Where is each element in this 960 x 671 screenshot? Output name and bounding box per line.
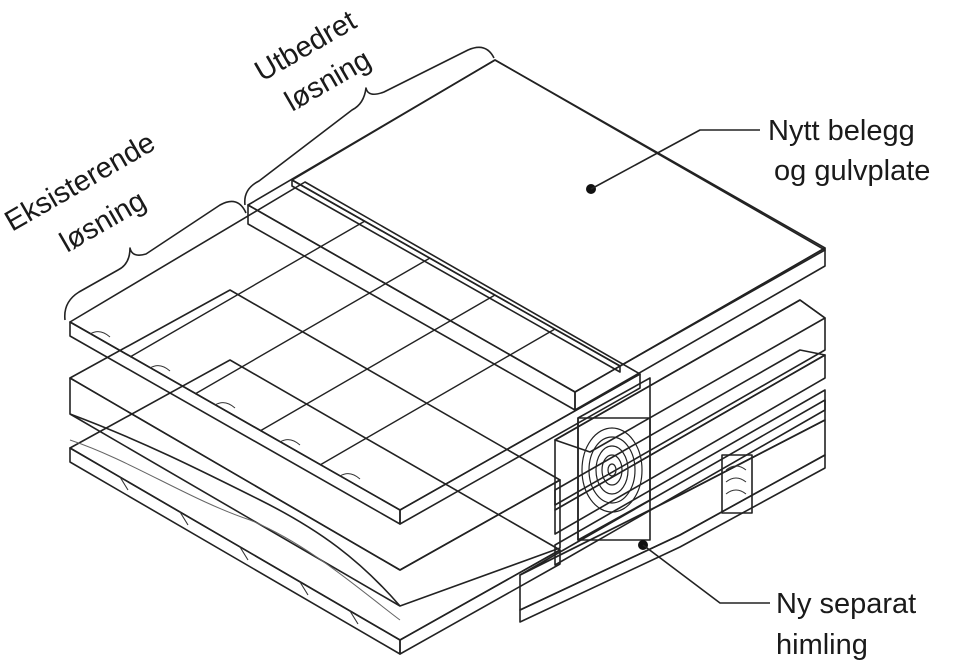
label-new-flooring-line1: Nytt belegg bbox=[768, 115, 915, 147]
label-new-ceiling-line2: himling bbox=[776, 629, 868, 661]
leader-ceiling bbox=[638, 540, 770, 604]
label-new-flooring-line2: og gulvplate bbox=[774, 155, 930, 187]
brace-existing bbox=[63, 200, 247, 321]
insulation-layer bbox=[69, 289, 561, 621]
brace-improved bbox=[243, 46, 495, 206]
leader-floor bbox=[586, 129, 760, 194]
right-lower-layers bbox=[554, 299, 826, 566]
label-new-ceiling-line1: Ny separat bbox=[776, 588, 916, 620]
existing-floor-planks bbox=[69, 181, 641, 525]
bottom-plank-layer bbox=[69, 359, 561, 655]
wood-joist bbox=[577, 377, 651, 541]
improved-floor-stack bbox=[247, 59, 826, 411]
